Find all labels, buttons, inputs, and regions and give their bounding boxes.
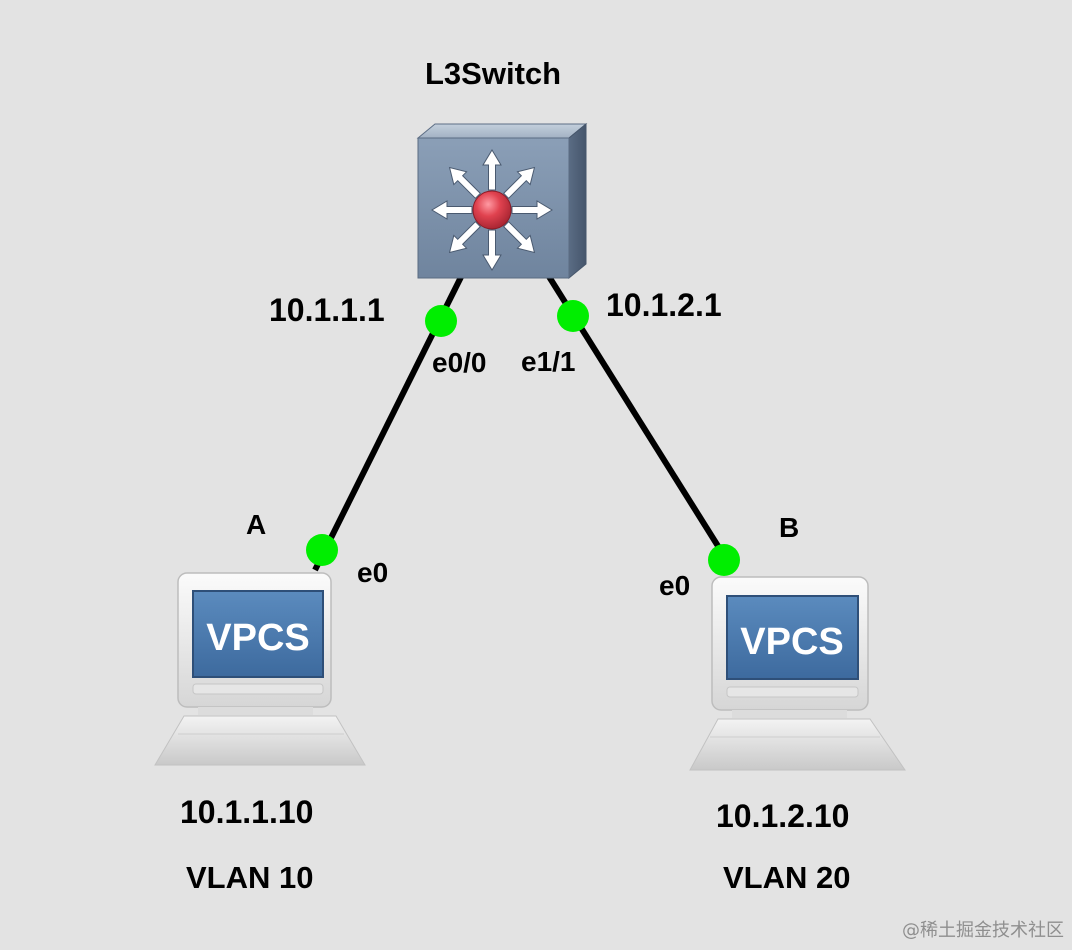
layer3-switch-icon[interactable] xyxy=(416,122,588,280)
host-vlan-label-a: VLAN 10 xyxy=(186,860,314,895)
host-ip-label-b: 10.1.2.10 xyxy=(716,798,850,834)
switch-port-label-e1-1: e1/1 xyxy=(521,346,576,377)
host-name-label-b: B xyxy=(779,512,800,543)
switch-name-label: L3Switch xyxy=(425,56,562,91)
switch-ip-label-e0-0: 10.1.1.1 xyxy=(269,292,385,328)
port-status-dot-host-b-e0 xyxy=(708,544,740,576)
port-status-dot-e1-1 xyxy=(557,300,589,332)
vpcs-computer-icon-a[interactable]: VPCS xyxy=(154,572,366,766)
vpcs-screen-label-b: VPCS xyxy=(740,621,843,663)
port-status-dot-e0-0 xyxy=(425,305,457,337)
host-vlan-label-b: VLAN 20 xyxy=(723,860,851,895)
switch-port-label-e0-0: e0/0 xyxy=(432,347,487,378)
port-status-dot-host-a-e0 xyxy=(306,534,338,566)
host-port-label-b: e0 xyxy=(659,570,691,601)
vpcs-screen-label-a: VPCS xyxy=(206,617,309,659)
host-port-label-a: e0 xyxy=(357,557,389,588)
vpcs-computer-icon-b[interactable]: VPCS xyxy=(689,576,906,771)
watermark-text: @稀土掘金技术社区 xyxy=(902,920,1064,941)
host-ip-label-a: 10.1.1.10 xyxy=(180,794,314,830)
host-name-label-a: A xyxy=(246,509,267,540)
switch-ip-label-e1-1: 10.1.2.1 xyxy=(606,287,722,323)
